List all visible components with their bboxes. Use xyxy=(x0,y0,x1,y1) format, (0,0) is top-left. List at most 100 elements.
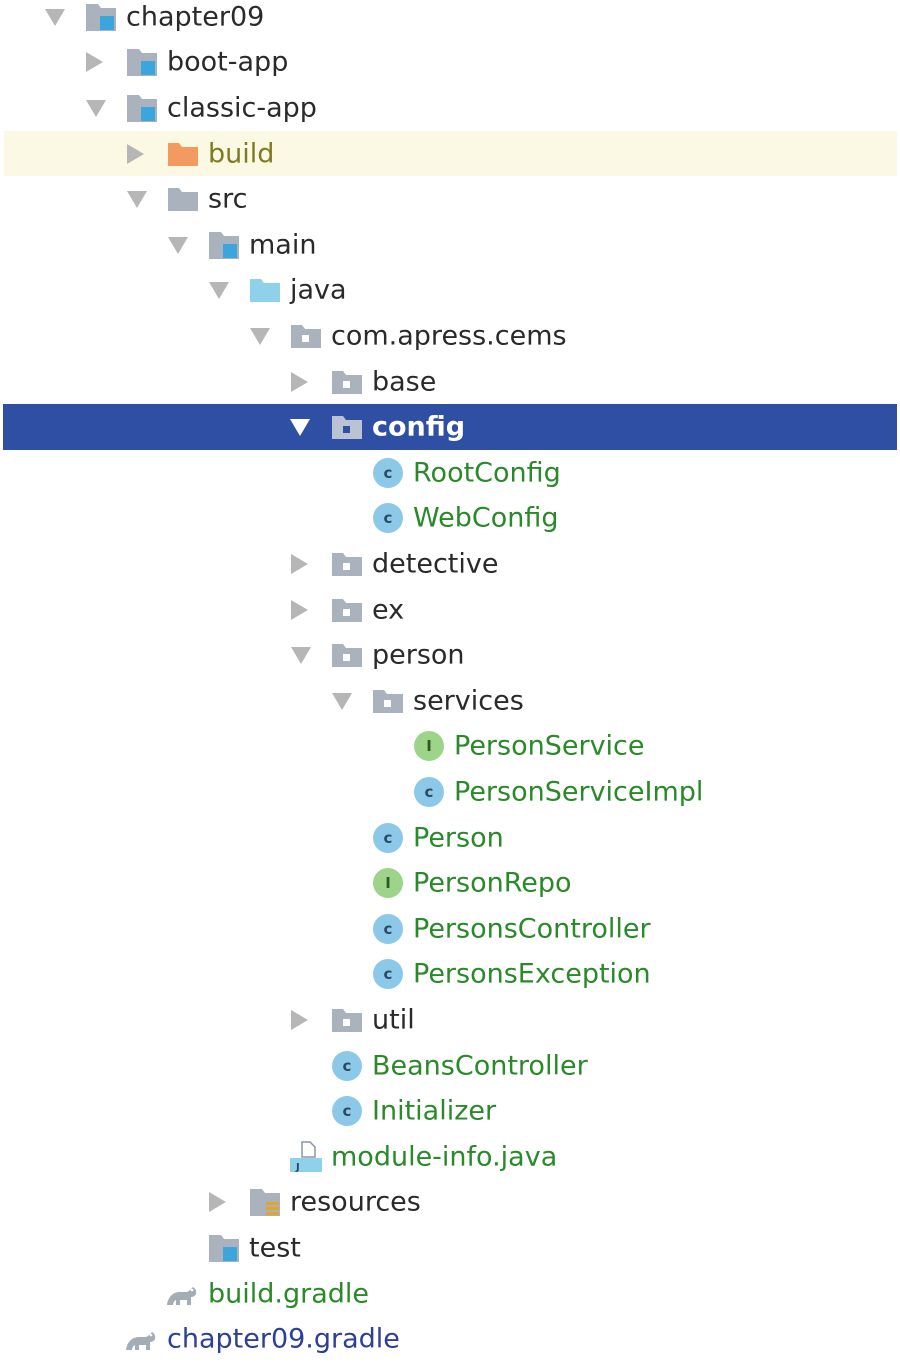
tree-node-label: detective xyxy=(372,548,499,580)
tree-node-java[interactable]: java xyxy=(0,268,900,314)
svg-text:I: I xyxy=(385,874,391,892)
svg-text:c: c xyxy=(384,464,393,482)
package-icon xyxy=(330,366,366,398)
tree-node-personscontroller[interactable]: c PersonsController xyxy=(0,906,900,952)
package-icon xyxy=(330,594,366,626)
collapse-arrow-icon[interactable] xyxy=(291,371,308,392)
tree-node-webconfig[interactable]: c WebConfig xyxy=(0,496,900,542)
tree-node-label: PersonService xyxy=(454,730,645,762)
package-icon xyxy=(330,1004,366,1036)
tree-node-com-apress-cems[interactable]: com.apress.cems xyxy=(0,313,900,359)
class-icon: c xyxy=(370,457,406,489)
gradle-icon xyxy=(164,1278,200,1310)
svg-text:c: c xyxy=(384,509,393,527)
tree-node-ex[interactable]: ex xyxy=(0,587,900,633)
tree-node-label: Initializer xyxy=(372,1095,497,1127)
expand-arrow-icon[interactable] xyxy=(332,692,352,710)
collapse-arrow-icon[interactable] xyxy=(209,1192,226,1213)
svg-text:I: I xyxy=(426,737,432,755)
class-icon: c xyxy=(370,913,406,945)
tree-node-config[interactable]: config xyxy=(3,404,897,450)
tree-node-label: java xyxy=(290,274,347,306)
tree-node-label: boot-app xyxy=(167,46,289,78)
expand-arrow-icon[interactable] xyxy=(168,236,188,254)
folder-icon xyxy=(166,183,202,215)
tree-node-boot-app[interactable]: boot-app xyxy=(0,40,900,86)
tree-node-label: main xyxy=(249,229,317,261)
svg-text:c: c xyxy=(384,965,393,983)
excluded-folder-icon xyxy=(166,138,202,170)
module-folder-icon xyxy=(207,1232,243,1264)
tree-node-label: module-info.java xyxy=(331,1141,558,1173)
tree-node-initializer[interactable]: c Initializer xyxy=(0,1088,900,1134)
source-root-icon xyxy=(248,274,284,306)
package-icon xyxy=(330,411,366,443)
expand-arrow-icon[interactable] xyxy=(209,282,229,300)
tree-node-personservice[interactable]: I PersonService xyxy=(0,724,900,770)
class-icon: c xyxy=(329,1095,365,1127)
collapse-arrow-icon[interactable] xyxy=(86,52,103,73)
collapse-arrow-icon[interactable] xyxy=(127,143,144,164)
package-icon xyxy=(330,639,366,671)
tree-node-module-info[interactable]: J module-info.java xyxy=(0,1134,900,1180)
tree-node-personrepo[interactable]: I PersonRepo xyxy=(0,860,900,906)
tree-node-label: test xyxy=(249,1232,301,1264)
class-icon: c xyxy=(370,502,406,534)
tree-node-build[interactable]: build xyxy=(4,130,897,177)
tree-node-label: com.apress.cems xyxy=(331,320,567,352)
expand-arrow-icon[interactable] xyxy=(127,191,147,209)
collapse-arrow-icon[interactable] xyxy=(291,1009,308,1030)
expand-arrow-icon[interactable] xyxy=(250,327,270,345)
tree-node-personserviceimpl[interactable]: c PersonServiceImpl xyxy=(0,769,900,815)
tree-node-classic-app[interactable]: classic-app xyxy=(0,85,900,131)
interface-icon: I xyxy=(370,867,406,899)
tree-node-label: resources xyxy=(290,1186,421,1218)
expand-arrow-icon[interactable] xyxy=(291,647,311,665)
tree-node-services[interactable]: services xyxy=(0,678,900,724)
class-icon: c xyxy=(370,822,406,854)
tree-node-util[interactable]: util xyxy=(0,997,900,1043)
tree-node-main[interactable]: main xyxy=(0,222,900,268)
tree-node-label: person xyxy=(372,639,465,671)
class-icon: c xyxy=(329,1050,365,1082)
tree-node-chapter09[interactable]: chapter09 xyxy=(0,0,900,40)
tree-node-resources[interactable]: resources xyxy=(0,1180,900,1226)
resources-folder-icon xyxy=(248,1186,284,1218)
tree-node-label: BeansController xyxy=(372,1050,588,1082)
tree-node-src[interactable]: src xyxy=(0,176,900,222)
class-icon: c xyxy=(411,776,447,808)
tree-node-detective[interactable]: detective xyxy=(0,541,900,587)
tree-node-beanscontroller[interactable]: c BeansController xyxy=(0,1043,900,1089)
collapse-arrow-icon[interactable] xyxy=(291,599,308,620)
tree-node-label: WebConfig xyxy=(413,502,559,534)
tree-node-label: base xyxy=(372,366,437,398)
tree-node-label: PersonRepo xyxy=(413,867,572,899)
expand-arrow-icon[interactable] xyxy=(86,99,106,117)
module-folder-icon xyxy=(125,92,161,124)
tree-node-label: PersonsController xyxy=(413,913,651,945)
svg-text:c: c xyxy=(343,1057,352,1075)
tree-node-rootconfig[interactable]: c RootConfig xyxy=(0,450,900,496)
tree-node-label: Person xyxy=(413,822,504,854)
expand-arrow-icon[interactable] xyxy=(45,8,65,26)
tree-node-person[interactable]: person xyxy=(0,632,900,678)
expand-arrow-icon[interactable] xyxy=(290,419,310,437)
tree-node-chapter09-gradle[interactable]: chapter09.gradle xyxy=(0,1316,900,1362)
tree-node-label: chapter09.gradle xyxy=(167,1323,400,1355)
tree-node-label: PersonsException xyxy=(413,958,651,990)
tree-node-label: build.gradle xyxy=(208,1278,370,1310)
tree-node-personsexception[interactable]: c PersonsException xyxy=(0,952,900,998)
java-file-icon: J xyxy=(288,1141,324,1173)
tree-node-test[interactable]: test xyxy=(0,1225,900,1271)
collapse-arrow-icon[interactable] xyxy=(291,553,308,574)
tree-node-build-gradle[interactable]: build.gradle xyxy=(0,1271,900,1317)
tree-node-label: PersonServiceImpl xyxy=(454,776,704,808)
tree-node-label: RootConfig xyxy=(413,457,561,489)
tree-node-person-class[interactable]: c Person xyxy=(0,815,900,861)
class-icon: c xyxy=(370,958,406,990)
svg-text:c: c xyxy=(384,920,393,938)
tree-node-label: chapter09 xyxy=(126,1,265,33)
tree-node-base[interactable]: base xyxy=(0,359,900,405)
module-folder-icon xyxy=(125,46,161,78)
